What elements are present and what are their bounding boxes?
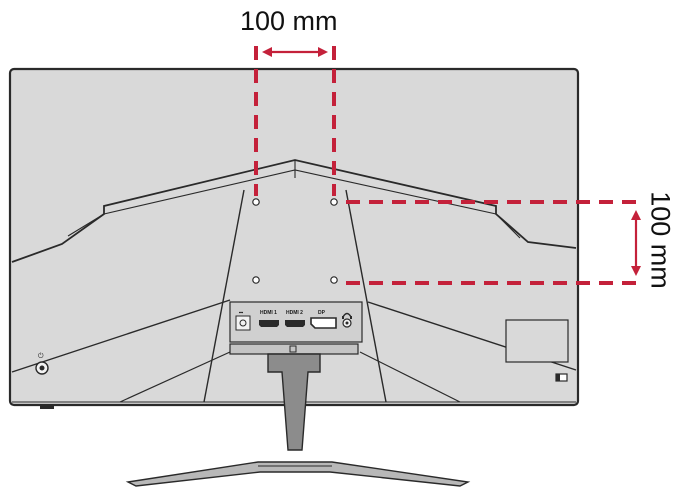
vertical-dimension-arrow — [631, 210, 641, 276]
power-button-icon: ⏻ — [38, 352, 44, 360]
kensington-lock-icon — [556, 374, 560, 381]
hdmi1-port-label: HDMI 1 — [260, 310, 277, 316]
screw-hole-bottom-left — [252, 276, 260, 284]
headphone-icon-right-cup — [350, 316, 352, 319]
right-pillar-edge — [345, 189, 387, 403]
product-label-area — [505, 319, 569, 363]
hdmi1-port — [259, 320, 279, 327]
power-port — [235, 315, 251, 331]
left-diagonal-edge — [11, 299, 231, 373]
stand-base — [125, 461, 471, 487]
hdmi2-port — [285, 320, 305, 327]
vertical-dimension-label: 100 mm — [645, 191, 676, 289]
headphone-icon-left-cup — [342, 316, 344, 319]
screw-hole-bottom-right — [330, 276, 338, 284]
dp-port-label: DP — [318, 310, 326, 316]
horizontal-dimension-arrow — [262, 47, 328, 57]
stand-neck — [267, 353, 321, 451]
screw-hole-top-right — [330, 198, 338, 206]
right-lower-diagonal — [359, 351, 461, 403]
stand-lock-icon — [289, 345, 297, 353]
left-pillar-edge — [203, 189, 245, 403]
vesa-screw-holes — [252, 198, 338, 284]
vesa-dimension-lines — [254, 46, 642, 285]
power-port-pin — [239, 319, 247, 327]
left-lower-diagonal — [119, 351, 231, 403]
audio-jack-center — [345, 321, 349, 325]
headphone-icon — [342, 312, 352, 318]
port-panel: ⎓ HDMI 1 HDMI 2 DP — [229, 301, 363, 343]
power-button-center — [39, 365, 45, 371]
dp-port — [310, 317, 337, 329]
horizontal-dimension-label: 100 mm — [240, 6, 338, 36]
power-port-label: ⎓ — [239, 310, 243, 316]
left-foot-tab — [40, 405, 54, 409]
screw-hole-top-left — [252, 198, 260, 206]
hdmi2-port-label: HDMI 2 — [286, 310, 303, 316]
